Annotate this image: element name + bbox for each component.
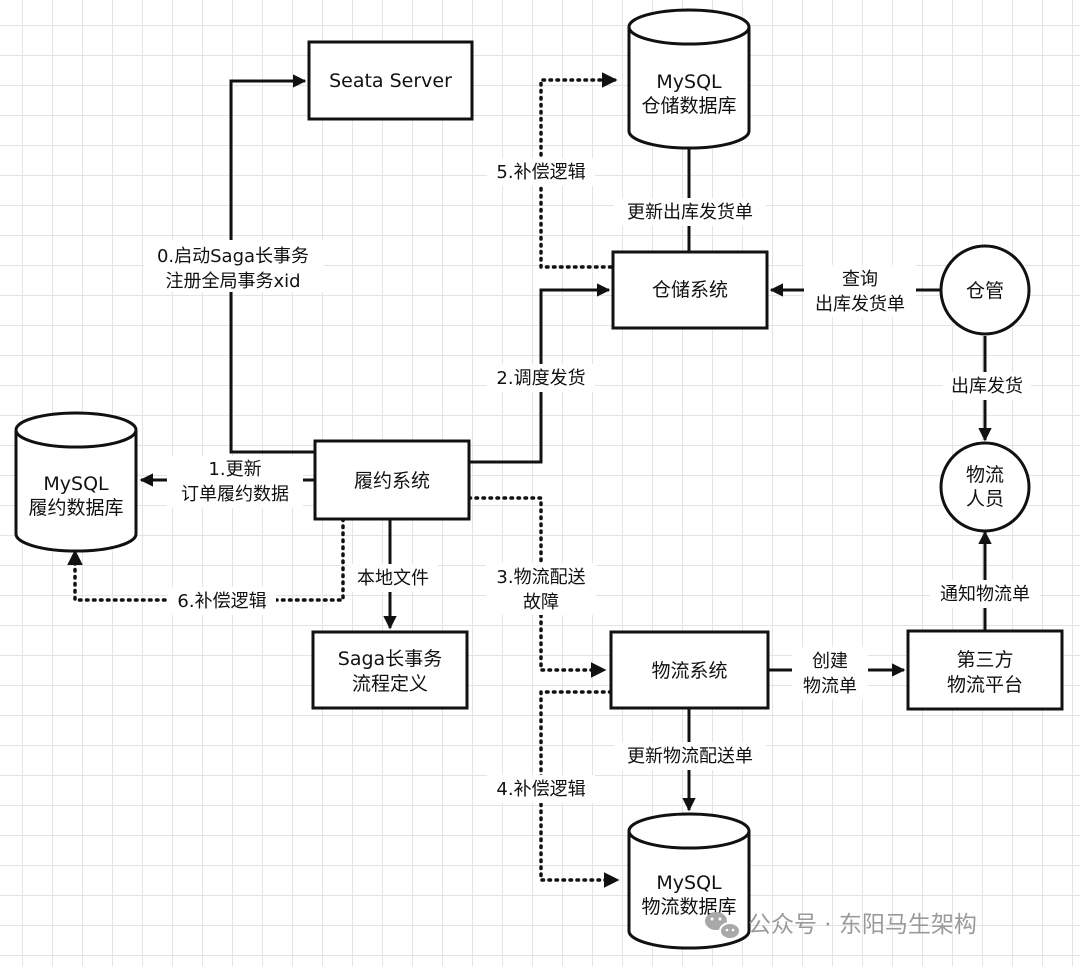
label-notify-logistics: 通知物流单 <box>930 580 1040 608</box>
label-create-logistics: 创建 物流单 <box>792 647 868 699</box>
third-party-logistics-node: 第三方 物流平台 <box>906 629 1064 711</box>
label-update-delivery: 更新物流配送单 <box>614 742 766 770</box>
label-ship-out: 出库发货 <box>943 372 1031 400</box>
warehouse-system-label: 仓储系统 <box>652 279 728 301</box>
mysql-warehouse-line2: 仓储数据库 <box>641 95 736 117</box>
logistics-staff-line1: 物流 <box>966 464 1004 486</box>
seata-server-node: Seata Server <box>307 40 474 121</box>
saga-definition-line2: 流程定义 <box>352 673 428 695</box>
watermark: 公众号 · 东阳马生架构 <box>705 912 977 940</box>
label-dispatch-text: 2.调度发货 <box>496 368 585 389</box>
mysql-fulfillment-line2: 履约数据库 <box>28 497 123 519</box>
warehouse-keeper-label: 仓管 <box>966 280 1004 302</box>
mysql-warehouse-line1: MySQL <box>656 71 722 93</box>
mysql-warehouse-db: MySQL 仓储数据库 <box>627 8 751 150</box>
label-start-saga: 0.启动Saga长事务 注册全局事务xid <box>144 240 324 292</box>
label-compensate-4-text: 4.补偿逻辑 <box>496 779 585 800</box>
logistics-staff-line2: 人员 <box>966 488 1004 510</box>
label-query-outbound: 查询 出库发货单 <box>804 265 916 317</box>
mysql-fulfillment-line1: MySQL <box>43 473 109 495</box>
label-dispatch: 2.调度发货 <box>487 364 595 392</box>
label-local-file-text: 本地文件 <box>357 568 429 589</box>
seata-server-label: Seata Server <box>329 70 452 92</box>
label-start-saga-line1: 0.启动Saga长事务 <box>157 246 309 267</box>
label-create-logistics-line2: 物流单 <box>803 676 857 697</box>
wechat-icon <box>705 912 741 940</box>
logistics-system-label: 物流系统 <box>651 660 727 682</box>
third-party-line2: 物流平台 <box>947 674 1023 696</box>
label-compensate-6: 6.补偿逻辑 <box>168 587 276 615</box>
edge-logistics-fault <box>467 496 607 678</box>
label-update-order-line2: 订单履约数据 <box>181 484 289 505</box>
label-query-outbound-line2: 出库发货单 <box>815 294 905 315</box>
mysql-logistics-line1: MySQL <box>656 872 722 894</box>
label-update-outbound-text: 更新出库发货单 <box>627 202 753 223</box>
label-compensate-5: 5.补偿逻辑 <box>487 158 595 186</box>
label-start-saga-line2: 注册全局事务xid <box>165 271 300 292</box>
logistics-staff-node: 物流 人员 <box>939 441 1031 533</box>
label-logistics-fault-line2: 故障 <box>523 592 559 613</box>
watermark-text: 公众号 · 东阳马生架构 <box>748 912 977 938</box>
label-logistics-fault: 3.物流配送 故障 <box>486 563 596 615</box>
label-update-order-line1: 1.更新 <box>208 459 261 480</box>
fulfillment-system-node: 履约系统 <box>313 439 471 521</box>
saga-definition-line1: Saga长事务 <box>338 648 442 670</box>
label-compensate-4: 4.补偿逻辑 <box>487 775 595 803</box>
label-local-file: 本地文件 <box>348 564 438 592</box>
label-create-logistics-line1: 创建 <box>812 651 848 672</box>
label-ship-out-text: 出库发货 <box>951 376 1023 397</box>
label-compensate-5-text: 5.补偿逻辑 <box>496 162 585 183</box>
label-update-outbound: 更新出库发货单 <box>614 198 766 226</box>
label-update-delivery-text: 更新物流配送单 <box>627 746 753 767</box>
warehouse-system-node: 仓储系统 <box>611 250 769 330</box>
fulfillment-system-label: 履约系统 <box>354 470 430 492</box>
label-logistics-fault-line1: 3.物流配送 <box>496 567 585 588</box>
logistics-system-node: 物流系统 <box>609 630 770 710</box>
edge-compensate-6 <box>67 517 345 602</box>
warehouse-keeper-node: 仓管 <box>939 244 1031 336</box>
mysql-fulfillment-db: MySQL 履约数据库 <box>14 411 138 553</box>
label-query-outbound-line1: 查询 <box>842 269 878 290</box>
label-compensate-6-text: 6.补偿逻辑 <box>177 591 266 612</box>
label-update-order: 1.更新 订单履约数据 <box>167 456 303 508</box>
label-notify-logistics-text: 通知物流单 <box>940 584 1030 605</box>
saga-definition-node: Saga长事务 流程定义 <box>311 630 469 710</box>
third-party-line1: 第三方 <box>956 649 1013 671</box>
